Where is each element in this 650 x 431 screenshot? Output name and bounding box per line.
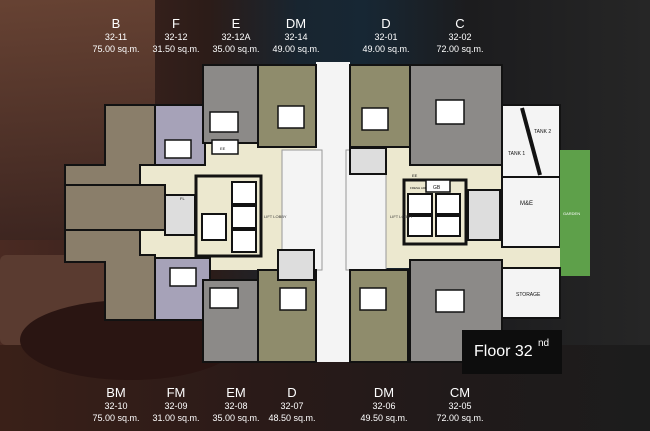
tank-divider xyxy=(520,107,542,176)
unit-number: 32-02 xyxy=(448,32,472,42)
unit-label-em[interactable]: EM 32-08 35.00 sq.m. xyxy=(196,385,276,424)
unit-label-c[interactable]: C 32-02 72.00 sq.m. xyxy=(420,16,500,55)
unit-area: 75.00 sq.m. xyxy=(92,44,140,54)
lift-right-1 xyxy=(407,193,433,215)
unit-type: FM xyxy=(166,385,186,400)
unit-dm-bottom-bath xyxy=(359,287,387,311)
unit-type: BM xyxy=(106,385,126,400)
fl-label: FL xyxy=(180,196,185,201)
unit-number: 32-09 xyxy=(164,401,188,411)
unit-number: 32-11 xyxy=(104,32,128,42)
freshair-label: FRESH AIR xyxy=(410,186,427,190)
unit-label-e[interactable]: E 32-12A 35.00 sq.m. xyxy=(196,16,276,55)
floor-tag: Floor 32 nd xyxy=(462,330,562,374)
floor-title: Floor 32 xyxy=(474,343,533,360)
stair-left xyxy=(164,194,196,236)
unit-label-dm[interactable]: DM 32-14 49.00 sq.m. xyxy=(256,16,336,55)
unit-d-top[interactable] xyxy=(349,64,411,148)
lift-right-2 xyxy=(407,215,433,237)
unit-d-top-bath xyxy=(361,107,389,131)
unit-area: 75.00 sq.m. xyxy=(92,413,140,423)
unit-area: 49.00 sq.m. xyxy=(272,44,320,54)
unit-area: 35.00 sq.m. xyxy=(212,44,260,54)
unit-dm-top-bath xyxy=(277,105,305,129)
unit-type: D xyxy=(287,385,297,400)
me-label: M&E xyxy=(520,201,533,207)
unit-type: B xyxy=(111,16,121,31)
unit-number: 32-12 xyxy=(164,32,188,42)
unit-number: 32-08 xyxy=(224,401,248,411)
unit-area: 49.50 sq.m. xyxy=(360,413,408,423)
unit-type: CM xyxy=(449,385,471,400)
gb-room xyxy=(425,179,451,193)
unit-area: 72.00 sq.m. xyxy=(436,44,484,54)
unit-label-d-bottom[interactable]: D 32-07 48.50 sq.m. xyxy=(252,385,332,424)
unit-f[interactable] xyxy=(154,104,206,166)
unit-type: DM xyxy=(373,385,395,400)
lift-left-4 xyxy=(201,213,227,241)
stair-mid-left xyxy=(277,249,315,281)
unit-label-f[interactable]: F 32-12 31.50 sq.m. xyxy=(136,16,216,55)
unit-d-bottom[interactable] xyxy=(257,269,317,363)
unit-b-tip xyxy=(64,184,166,231)
unit-number: 32-06 xyxy=(372,401,396,411)
storage-label: STORAGE xyxy=(516,292,541,298)
garden-area xyxy=(560,150,590,276)
garden-label: GARDEN xyxy=(563,211,580,216)
unit-number: 32-01 xyxy=(374,32,398,42)
unit-type: D xyxy=(381,16,391,31)
ee-right-label: EE xyxy=(412,173,418,178)
unit-area: 48.50 sq.m. xyxy=(268,413,316,423)
unit-d-bottom-bath xyxy=(279,287,307,311)
unit-e-bath xyxy=(209,111,239,133)
storage-room xyxy=(501,267,561,319)
unit-type: EM xyxy=(226,385,246,400)
lift-right-3 xyxy=(435,193,461,215)
lift-lobby-right-label: LIFT LOBBY xyxy=(390,214,413,219)
lift-right-4 xyxy=(435,215,461,237)
unit-type: C xyxy=(455,16,465,31)
me-room xyxy=(501,176,561,248)
unit-label-d[interactable]: D 32-01 49.00 sq.m. xyxy=(346,16,426,55)
unit-dm-bottom[interactable] xyxy=(349,269,409,363)
floor-suffix: nd xyxy=(538,338,550,349)
unit-area: 31.50 sq.m. xyxy=(152,44,200,54)
gb-label: GB xyxy=(433,185,441,191)
stair-right xyxy=(467,189,501,241)
unit-type: F xyxy=(172,16,180,31)
unit-number: 32-10 xyxy=(104,401,128,411)
lift-left-1 xyxy=(231,181,257,205)
lift-left-2 xyxy=(231,205,257,229)
lift-left-3 xyxy=(231,229,257,253)
unit-label-dm-bottom[interactable]: DM 32-06 49.50 sq.m. xyxy=(344,385,424,424)
ee-left-label: EE xyxy=(220,146,226,151)
unit-c-bath xyxy=(435,99,465,125)
unit-label-cm[interactable]: CM 32-05 72.00 sq.m. xyxy=(420,385,500,424)
unit-number: 32-05 xyxy=(448,401,472,411)
unit-area: 72.00 sq.m. xyxy=(436,413,484,423)
unit-label-fm[interactable]: FM 32-09 31.00 sq.m. xyxy=(136,385,216,424)
unit-type: DM xyxy=(285,16,307,31)
unit-area: 31.00 sq.m. xyxy=(152,413,200,423)
unit-cm-bath xyxy=(435,289,465,313)
unit-type: E xyxy=(231,16,241,31)
unit-area: 49.00 sq.m. xyxy=(362,44,410,54)
unit-label-b[interactable]: B 32-11 75.00 sq.m. xyxy=(76,16,156,55)
tank1-label: TANK 1 xyxy=(508,151,525,157)
unit-f-bath xyxy=(164,139,192,159)
unit-number: 32-14 xyxy=(284,32,308,42)
unit-number: 32-12A xyxy=(221,32,251,42)
ee-room-left xyxy=(211,139,239,155)
unit-area: 35.00 sq.m. xyxy=(212,413,260,423)
stair-mid-right xyxy=(349,147,387,175)
unit-label-bm[interactable]: BM 32-10 75.00 sq.m. xyxy=(76,385,156,424)
unit-c[interactable] xyxy=(409,64,503,166)
lift-lobby-left-label: LIFT LOBBY xyxy=(264,214,287,219)
unit-fm-bath xyxy=(169,267,197,287)
unit-number: 32-07 xyxy=(280,401,304,411)
unit-em-bath xyxy=(209,287,239,309)
tank2-label: TANK 2 xyxy=(534,129,551,135)
